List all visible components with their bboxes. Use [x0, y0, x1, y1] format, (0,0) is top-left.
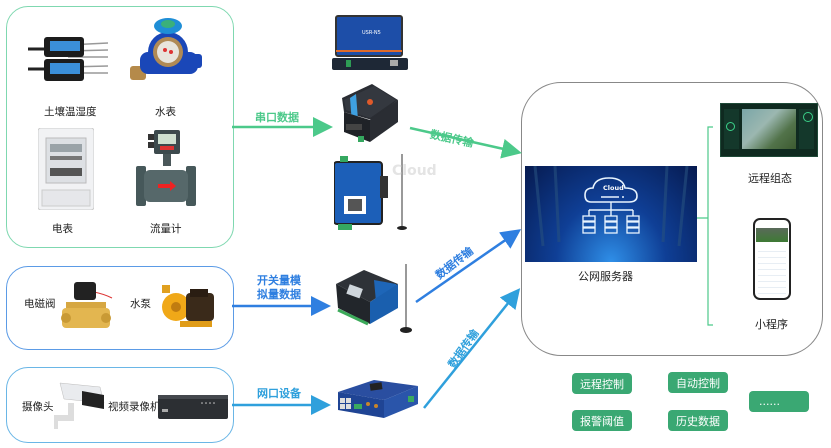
io-controller-device-icon: [334, 262, 424, 338]
serial-data-label: 串口数据: [255, 111, 299, 124]
sensor-label: 土壤温湿度: [44, 106, 97, 118]
transfer-arrow-3: [423, 288, 521, 409]
sensor-label: 电表: [52, 223, 73, 235]
client-bracket: [697, 126, 713, 326]
solenoid-valve-icon: [60, 280, 114, 332]
feature-more: ......: [749, 391, 809, 412]
soil-sensor-icon: [28, 33, 109, 88]
sensor-label: 流量计: [150, 223, 182, 235]
video-label: 视频录像机: [108, 401, 161, 413]
cloud-server-image: Cloud: [525, 166, 697, 262]
dtu-device-icon: [332, 80, 402, 146]
camera-icon: [52, 381, 107, 429]
cloud-text: Cloud: [603, 184, 624, 192]
switch-analog-label-line2: 拟量数据: [257, 288, 301, 301]
ethernet-label: 网口设备: [257, 387, 301, 400]
server-label: 公网服务器: [578, 270, 633, 283]
4g-dtu-device-icon: [333, 152, 416, 234]
feature-remote-control: 远程控制: [572, 373, 632, 394]
client-label: 小程序: [755, 318, 788, 331]
transfer-arrow-1: [409, 126, 522, 159]
transfer-arrow-2: [415, 229, 522, 304]
electric-meter-icon: [37, 127, 95, 211]
actuator-label: 电磁阀: [24, 298, 56, 310]
feature-alarm-threshold: 报警阈值: [572, 410, 632, 431]
actuator-label: 水泵: [130, 298, 151, 310]
gateway-watermark: Cloud: [392, 163, 437, 179]
video-label: 摄像头: [22, 401, 54, 413]
svg-text:USR-N5: USR-N5: [362, 30, 381, 36]
water-meter-icon: [130, 14, 205, 89]
industrial-switch-device-icon: [334, 378, 420, 420]
feature-history-data: 历史数据: [668, 410, 728, 431]
cloud-network-icon: [533, 166, 689, 247]
water-pump-icon: [160, 283, 218, 331]
switch-analog-label-line1: 开关量模: [257, 274, 301, 287]
nvr-icon: [158, 393, 228, 421]
scada-dashboard-image: [720, 103, 818, 157]
feature-auto-control: 自动控制: [668, 372, 728, 393]
serial-server-device-icon: USR-N5: [332, 12, 408, 72]
client-label: 远程组态: [748, 172, 792, 185]
mini-program-phone-image: [753, 218, 791, 300]
flowmeter-icon: [136, 130, 196, 210]
sensor-label: 水表: [155, 106, 176, 118]
